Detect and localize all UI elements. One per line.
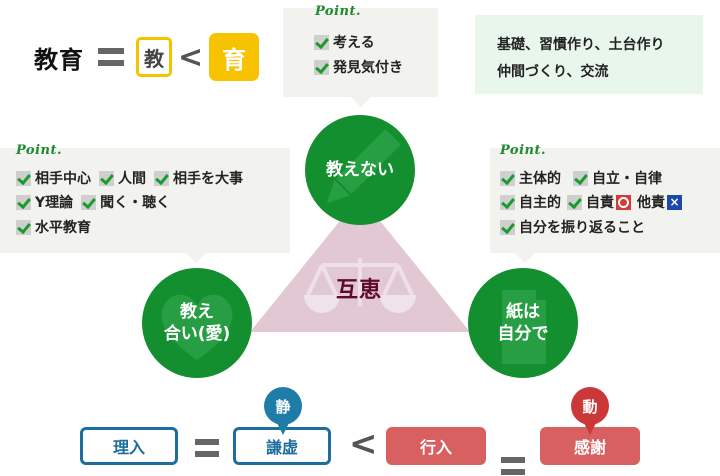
less-than-sign: < (349, 424, 378, 464)
checkbox-checked-icon (16, 219, 31, 235)
circle-teach-not: 教えない (305, 115, 415, 225)
checkbox-checked-icon (16, 194, 31, 210)
header-title: 教育 (34, 45, 84, 74)
center-label: 互恵 (336, 278, 383, 303)
pin-quiet: 静 (264, 387, 302, 435)
top-note: 基礎、習慣作り、土台作り 仲間づくり、交流 (475, 15, 703, 94)
filled-char-box: 育 (209, 33, 260, 81)
checkbox-checked-icon (81, 194, 97, 210)
equals-sign (501, 457, 525, 475)
checklist-row: 主体的 自立・自律 (500, 168, 670, 188)
pencil-icon (326, 129, 401, 204)
checkbox-checked-icon (154, 170, 169, 186)
circle-mark-icon (616, 194, 631, 210)
note-line: 基礎、習慣作り、土台作り (497, 37, 665, 53)
note-line: 仲間づくり、交流 (497, 64, 609, 80)
point-logo: Point. (16, 143, 63, 158)
checkbox-checked-icon (99, 170, 114, 186)
box-gyonyu: 行入 (386, 427, 486, 465)
checkbox-checked-icon (500, 170, 515, 186)
point-logo: Point. (315, 4, 362, 19)
circle-teach-each-other: 教え合い(愛) (142, 268, 252, 378)
point-logo: Point. (500, 143, 547, 158)
right-point-panel: Point. 主体的 自立・自律 自主的 自責 他責 × 自分を振り返ること (490, 143, 720, 263)
checklist-item: 考える (314, 32, 375, 52)
paper-icon (502, 290, 546, 364)
scale-icon (306, 258, 414, 306)
pin-active: 動 (571, 387, 609, 435)
circle-paper-yourself: 紙は自分で (468, 268, 578, 378)
checklist-row: 自主的 自責 他責 × (500, 192, 682, 212)
checkbox-checked-icon (314, 34, 329, 50)
left-point-panel: Point. 相手中心 人間 相手を大事 Y理論 聞く・聴く 水平教育 (0, 143, 290, 263)
checkbox-checked-icon (567, 194, 582, 210)
heart-icon (161, 294, 233, 360)
less-than-sign: < (178, 39, 204, 75)
checkbox-checked-icon (500, 194, 515, 210)
checklist-row: Y理論 聞く・聴く (16, 192, 178, 212)
equals-sign (195, 439, 219, 457)
checklist-item: 発見気付き (314, 57, 403, 77)
cross-mark-icon: × (667, 194, 682, 210)
box-rinyu: 理入 (80, 427, 178, 465)
outlined-char-box: 教 (136, 37, 172, 77)
equals-sign (98, 48, 124, 66)
checkbox-checked-icon (314, 59, 329, 75)
checkbox-checked-icon (16, 170, 31, 186)
checkbox-checked-icon (500, 219, 515, 235)
header-equation: 教育 教 < 育 (34, 33, 260, 81)
checklist-row: 自分を振り返ること (500, 217, 653, 237)
checkbox-checked-icon (573, 170, 588, 186)
top-point-panel: Point. 考える 発見気付き (283, 4, 438, 107)
checklist-row: 水平教育 (16, 217, 99, 237)
checklist-row: 相手中心 人間 相手を大事 (16, 168, 251, 188)
